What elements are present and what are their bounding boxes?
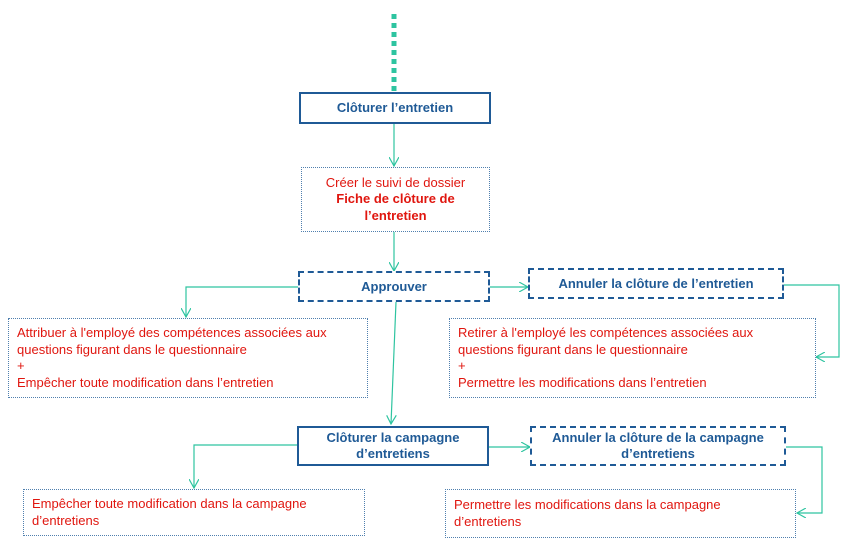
node-permettre-campagne-line2: d’entretiens bbox=[454, 513, 522, 529]
node-creer-suivi: Créer le suivi de dossier Fiche de clôtu… bbox=[301, 167, 490, 232]
node-retirer-line1: Retirer à l'employé les compétences asso… bbox=[458, 325, 754, 340]
node-cloturer-campagne-line1: Clôturer la campagne bbox=[326, 430, 460, 445]
node-cloturer-campagne: Clôturer la campagne d’entretiens bbox=[297, 426, 489, 466]
node-empecher-campagne-line2: d’entretiens bbox=[32, 512, 100, 528]
node-attribuer-line3: + bbox=[17, 358, 25, 373]
node-attribuer-line2: questions figurant dans le questionnaire bbox=[17, 341, 247, 357]
node-retirer: Retirer à l'employé les compétences asso… bbox=[449, 318, 816, 398]
node-cloturer-campagne-line2: d’entretiens bbox=[356, 446, 430, 461]
node-approuver-label: Approuver bbox=[361, 278, 427, 294]
node-creer-suivi-line3: l’entretien bbox=[364, 207, 427, 223]
node-attribuer-line4: Empêcher toute modification dans l’entre… bbox=[17, 374, 274, 390]
node-creer-suivi-line2: Fiche de clôture de bbox=[336, 191, 455, 207]
arrow-approuver-to-campagne bbox=[391, 301, 397, 424]
arrow-campagne-to-empecher bbox=[194, 444, 297, 488]
node-annuler-cloture-entretien-label: Annuler la clôture de l’entretien bbox=[558, 275, 754, 291]
node-attribuer: Attribuer à l'employé des compétences as… bbox=[8, 318, 368, 398]
arrow-annuler-campagne-to-permettre bbox=[786, 446, 823, 513]
node-cloturer-entretien: Clôturer l’entretien bbox=[299, 92, 491, 124]
arrow-annuler-to-retirer bbox=[784, 284, 840, 357]
node-empecher-campagne-line1: Empêcher toute modification dans la camp… bbox=[32, 496, 307, 511]
node-annuler-cloture-entretien: Annuler la clôture de l’entretien bbox=[528, 268, 784, 299]
node-annuler-cloture-campagne-line1: Annuler la clôture de la campagne bbox=[552, 430, 764, 445]
node-creer-suivi-line1: Créer le suivi de dossier bbox=[325, 174, 466, 190]
node-retirer-line2: questions figurant dans le questionnaire bbox=[458, 341, 688, 357]
node-retirer-line3: + bbox=[458, 358, 466, 373]
node-empecher-campagne: Empêcher toute modification dans la camp… bbox=[23, 489, 365, 536]
node-permettre-campagne: Permettre les modifications dans la camp… bbox=[445, 489, 796, 538]
arrow-approuver-to-attribuer bbox=[186, 286, 298, 317]
node-retirer-line4: Permettre les modifications dans l’entre… bbox=[458, 374, 707, 390]
node-annuler-cloture-campagne: Annuler la clôture de la campagne d’entr… bbox=[530, 426, 786, 466]
node-attribuer-line1: Attribuer à l'employé des compétences as… bbox=[17, 325, 327, 340]
node-permettre-campagne-line1: Permettre les modifications dans la camp… bbox=[454, 497, 721, 512]
node-approuver: Approuver bbox=[298, 271, 490, 302]
node-cloturer-entretien-label: Clôturer l’entretien bbox=[336, 100, 454, 115]
node-annuler-cloture-campagne-line2: d’entretiens bbox=[621, 446, 695, 461]
